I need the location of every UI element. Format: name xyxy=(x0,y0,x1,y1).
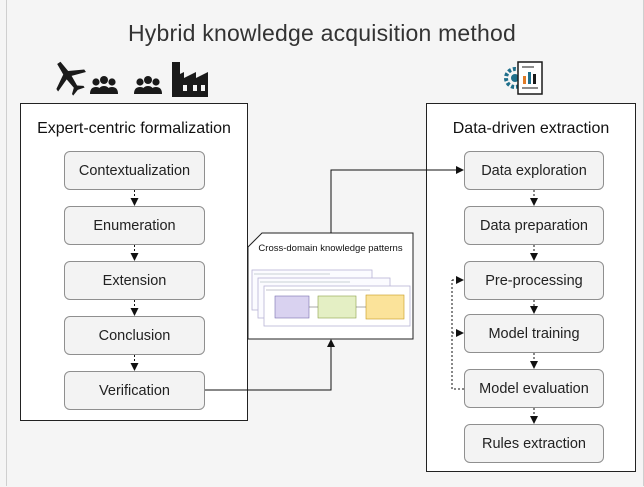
step-conclusion: Conclusion xyxy=(64,316,205,355)
step-contextualization: Contextualization xyxy=(64,151,205,190)
panel-title-data-driven: Data-driven extraction xyxy=(452,120,610,137)
page-title: Hybrid knowledge acquisition method xyxy=(128,20,516,46)
step-data-exploration: Data exploration xyxy=(464,151,604,190)
step-model-evaluation: Model evaluation xyxy=(464,369,604,408)
step-enumeration: Enumeration xyxy=(64,206,205,245)
knowledge-patterns-title: Cross-domain knowledge patterns xyxy=(258,243,403,254)
step-model-training: Model training xyxy=(464,314,604,353)
step-data-preparation: Data preparation xyxy=(464,206,604,245)
step-verification: Verification xyxy=(64,371,205,410)
step-extension: Extension xyxy=(64,261,205,300)
step-pre-processing: Pre-processing xyxy=(464,261,604,300)
step-rules-extraction: Rules extraction xyxy=(464,424,604,463)
panel-title-expert-centric: Expert-centric formalization xyxy=(37,120,231,137)
